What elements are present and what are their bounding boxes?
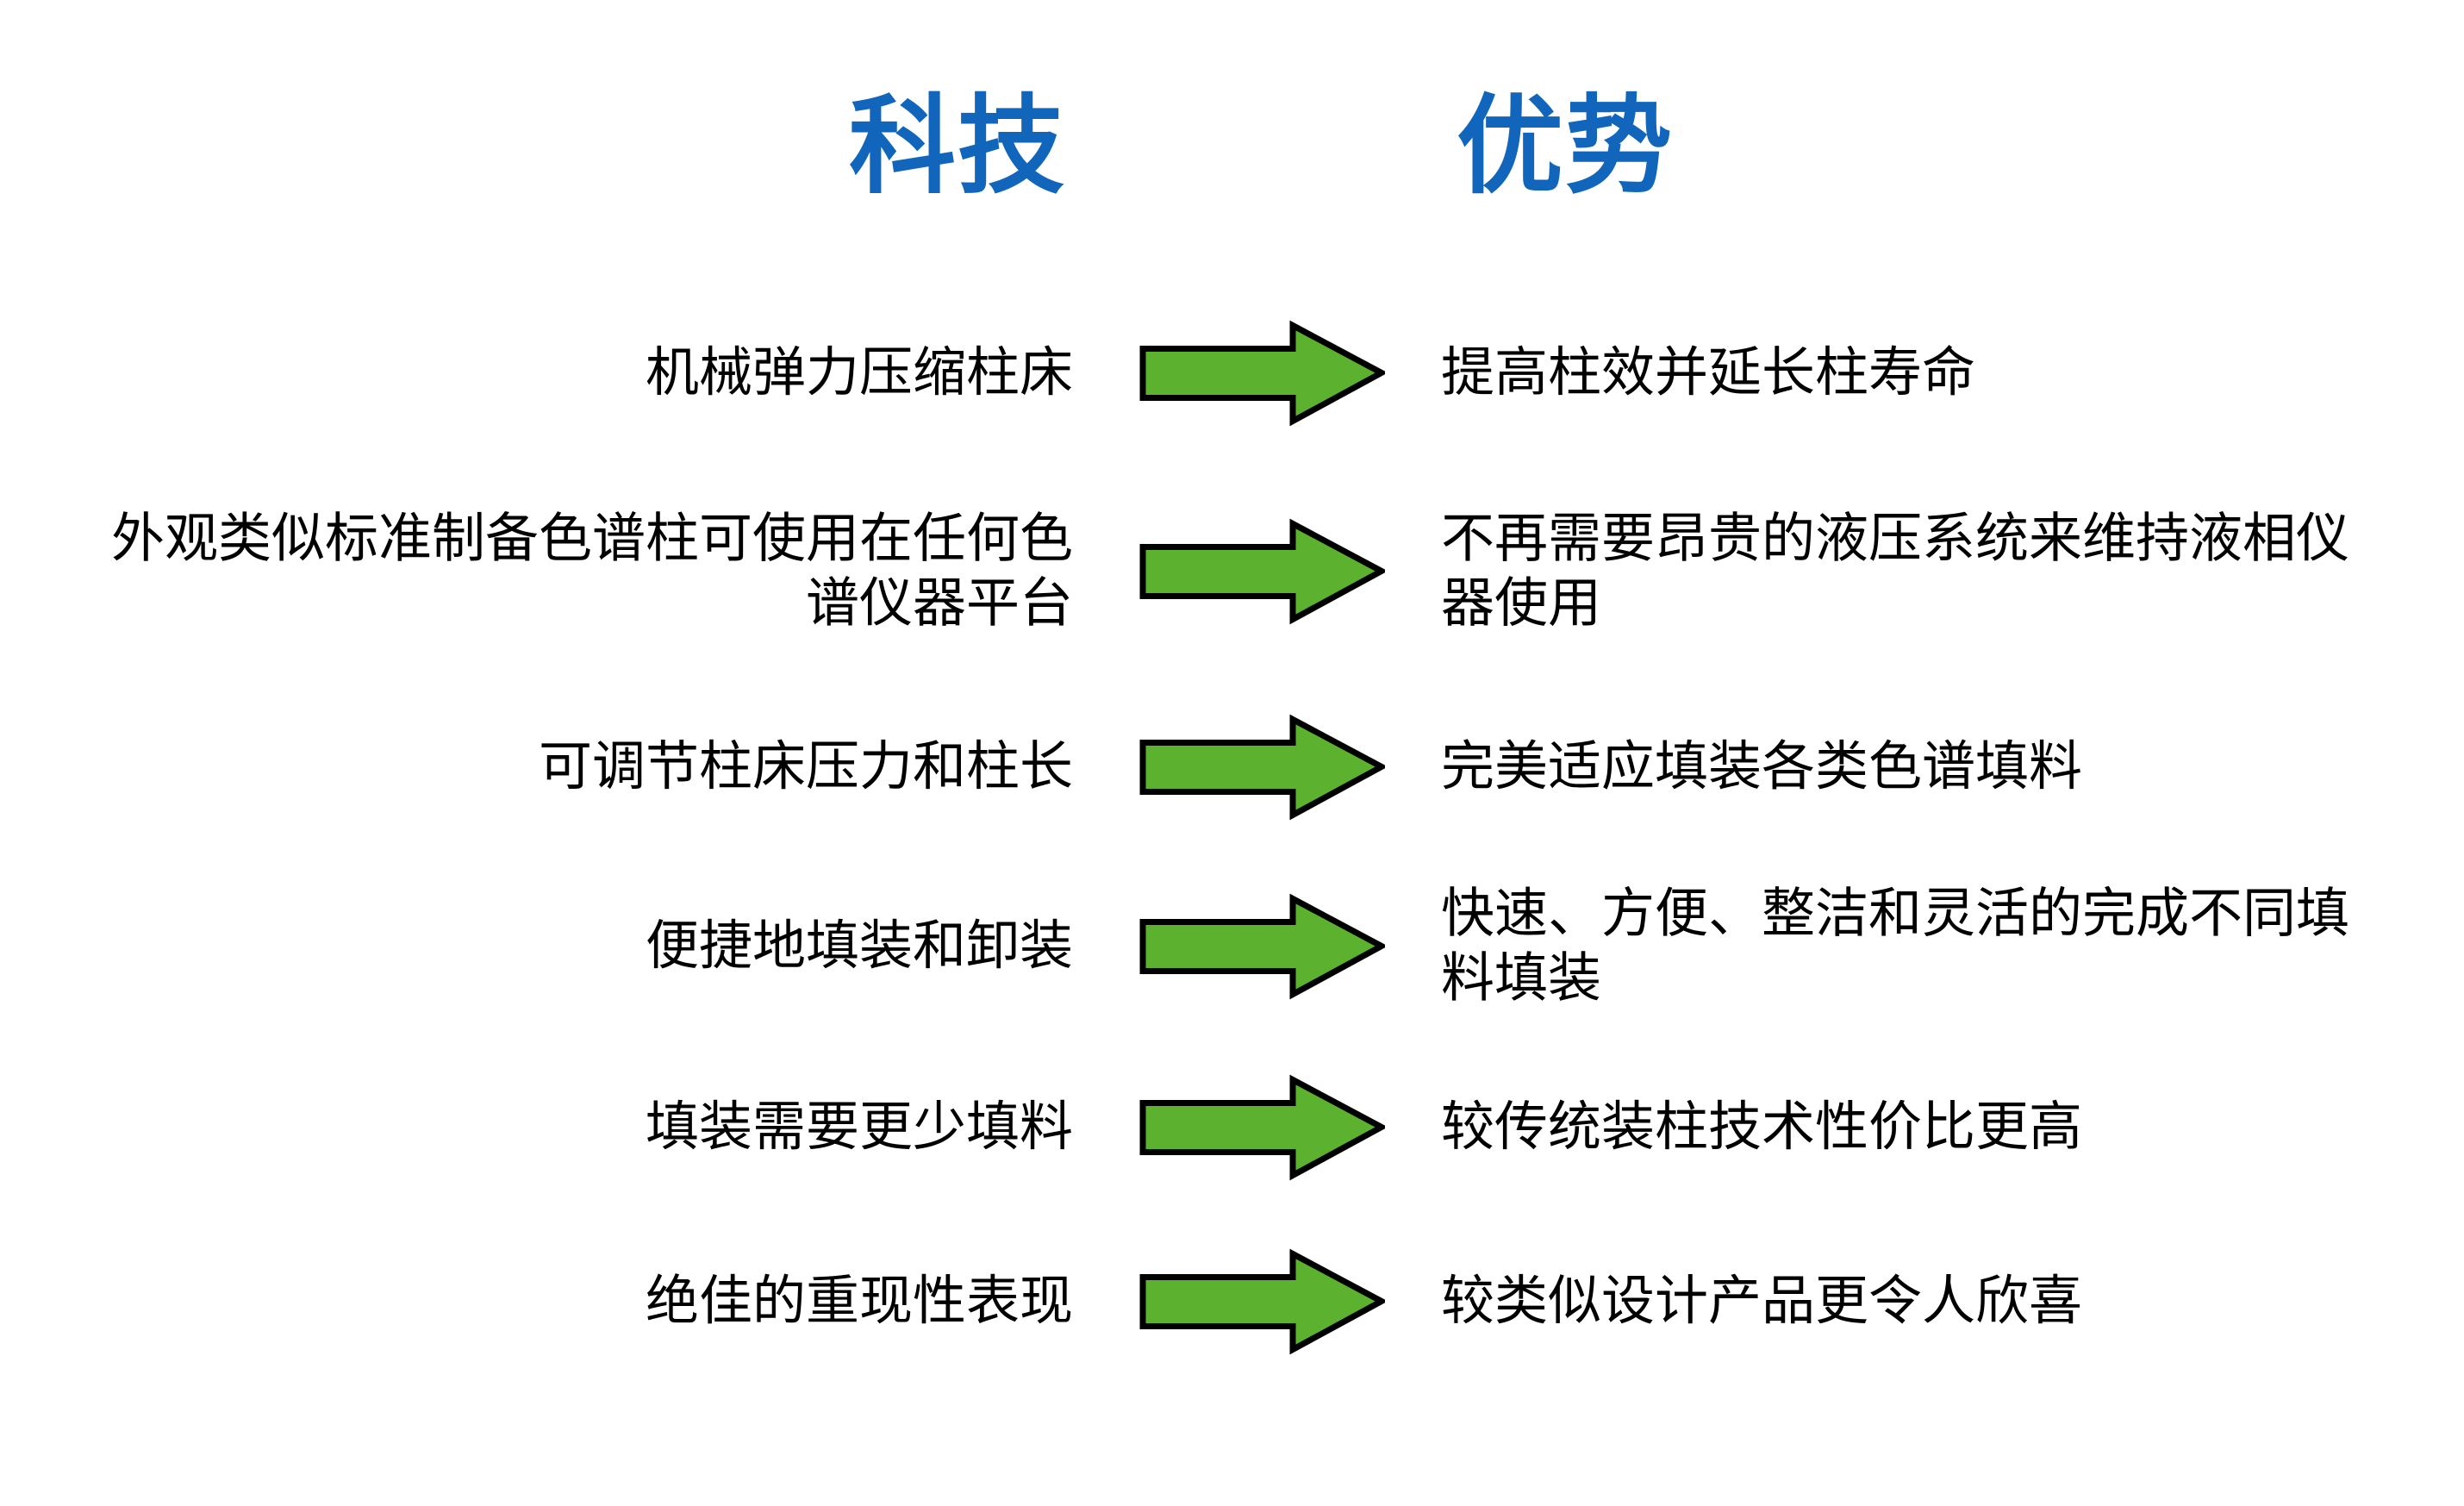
row-arrow <box>1139 517 1398 625</box>
table-row: 便捷地填装和卸装 快速、方便、整洁和灵活的完成不同填 料填装 <box>0 853 2464 1039</box>
advantage-text: 不再需要昂贵的液压系统来维持液相仪 器使用 <box>1441 506 2454 636</box>
table-row: 外观类似标准制备色谱柱可使用在任何色 谱仪器平台 不再需要昂贵的液压系统来维持液… <box>0 461 2464 681</box>
advantage-text: 提高柱效并延长柱寿命 <box>1441 341 2454 406</box>
text-line: 较类似设计产品更令人欣喜 <box>1441 1272 2083 1332</box>
text-line: 完美适应填装各类色谱填料 <box>1441 737 2083 797</box>
text-line: 较传统装柱技术性价比更高 <box>1441 1097 2083 1157</box>
technology-text: 填装需要更少填料 <box>52 1095 1073 1160</box>
technology-text: 可调节柱床压力和柱长 <box>52 734 1073 800</box>
text-line: 机械弹力压缩柱床 <box>645 342 1073 403</box>
row-arrow <box>1139 319 1398 427</box>
advantage-text: 快速、方便、整洁和灵活的完成不同填 料填装 <box>1441 881 2454 1011</box>
advantage-text: 较传统装柱技术性价比更高 <box>1441 1095 2454 1160</box>
row-arrow <box>1139 1073 1398 1181</box>
technology-text: 机械弹力压缩柱床 <box>52 341 1073 406</box>
column-header-technology: 科技 <box>849 87 1067 206</box>
right-arrow-icon <box>1139 714 1385 821</box>
advantage-text: 较类似设计产品更令人欣喜 <box>1441 1269 2454 1334</box>
text-line: 器使用 <box>1441 573 1602 634</box>
table-row: 填装需要更少填料 较传统装柱技术性价比更高 <box>0 1039 2464 1215</box>
right-arrow-icon <box>1139 893 1385 999</box>
table-row: 绝佳的重现性表现 较类似设计产品更令人欣喜 <box>0 1215 2464 1388</box>
text-line: 快速、方便、整洁和灵活的完成不同填 <box>1441 883 2350 943</box>
text-line: 提高柱效并延长柱寿命 <box>1441 342 1976 403</box>
row-arrow <box>1139 1248 1398 1356</box>
text-line: 可调节柱床压力和柱长 <box>538 737 1073 797</box>
column-headers: 科技 优势 <box>0 60 2464 224</box>
column-header-advantage: 优势 <box>1457 87 1675 206</box>
table-row: 可调节柱床压力和柱长 完美适应填装各类色谱填料 <box>0 681 2464 853</box>
text-line: 填装需要更少填料 <box>645 1097 1073 1157</box>
advantage-text: 完美适应填装各类色谱填料 <box>1441 734 2454 800</box>
technology-text: 便捷地填装和卸装 <box>52 914 1073 979</box>
technology-text: 外观类似标准制备色谱柱可使用在任何色 谱仪器平台 <box>52 506 1073 636</box>
text-line: 便捷地填装和卸装 <box>645 915 1073 976</box>
right-arrow-icon <box>1139 320 1385 426</box>
text-line: 外观类似标准制备色谱柱可使用在任何色 <box>110 508 1073 568</box>
text-line: 绝佳的重现性表现 <box>645 1272 1073 1332</box>
text-line: 不再需要昂贵的液压系统来维持液相仪 <box>1441 508 2350 568</box>
comparison-rows: 机械弹力压缩柱床 提高柱效并延长柱寿命 外观类似标准制备色谱柱可使用在任何色 谱… <box>0 284 2464 1388</box>
right-arrow-icon <box>1139 1074 1385 1180</box>
table-row: 机械弹力压缩柱床 提高柱效并延长柱寿命 <box>0 284 2464 461</box>
right-arrow-icon <box>1139 1248 1385 1355</box>
text-line: 料填装 <box>1441 948 1602 1009</box>
row-arrow <box>1139 892 1398 1000</box>
row-arrow <box>1139 714 1398 822</box>
technology-text: 绝佳的重现性表现 <box>52 1269 1073 1334</box>
text-line: 谱仪器平台 <box>805 573 1073 634</box>
right-arrow-icon <box>1139 518 1385 624</box>
